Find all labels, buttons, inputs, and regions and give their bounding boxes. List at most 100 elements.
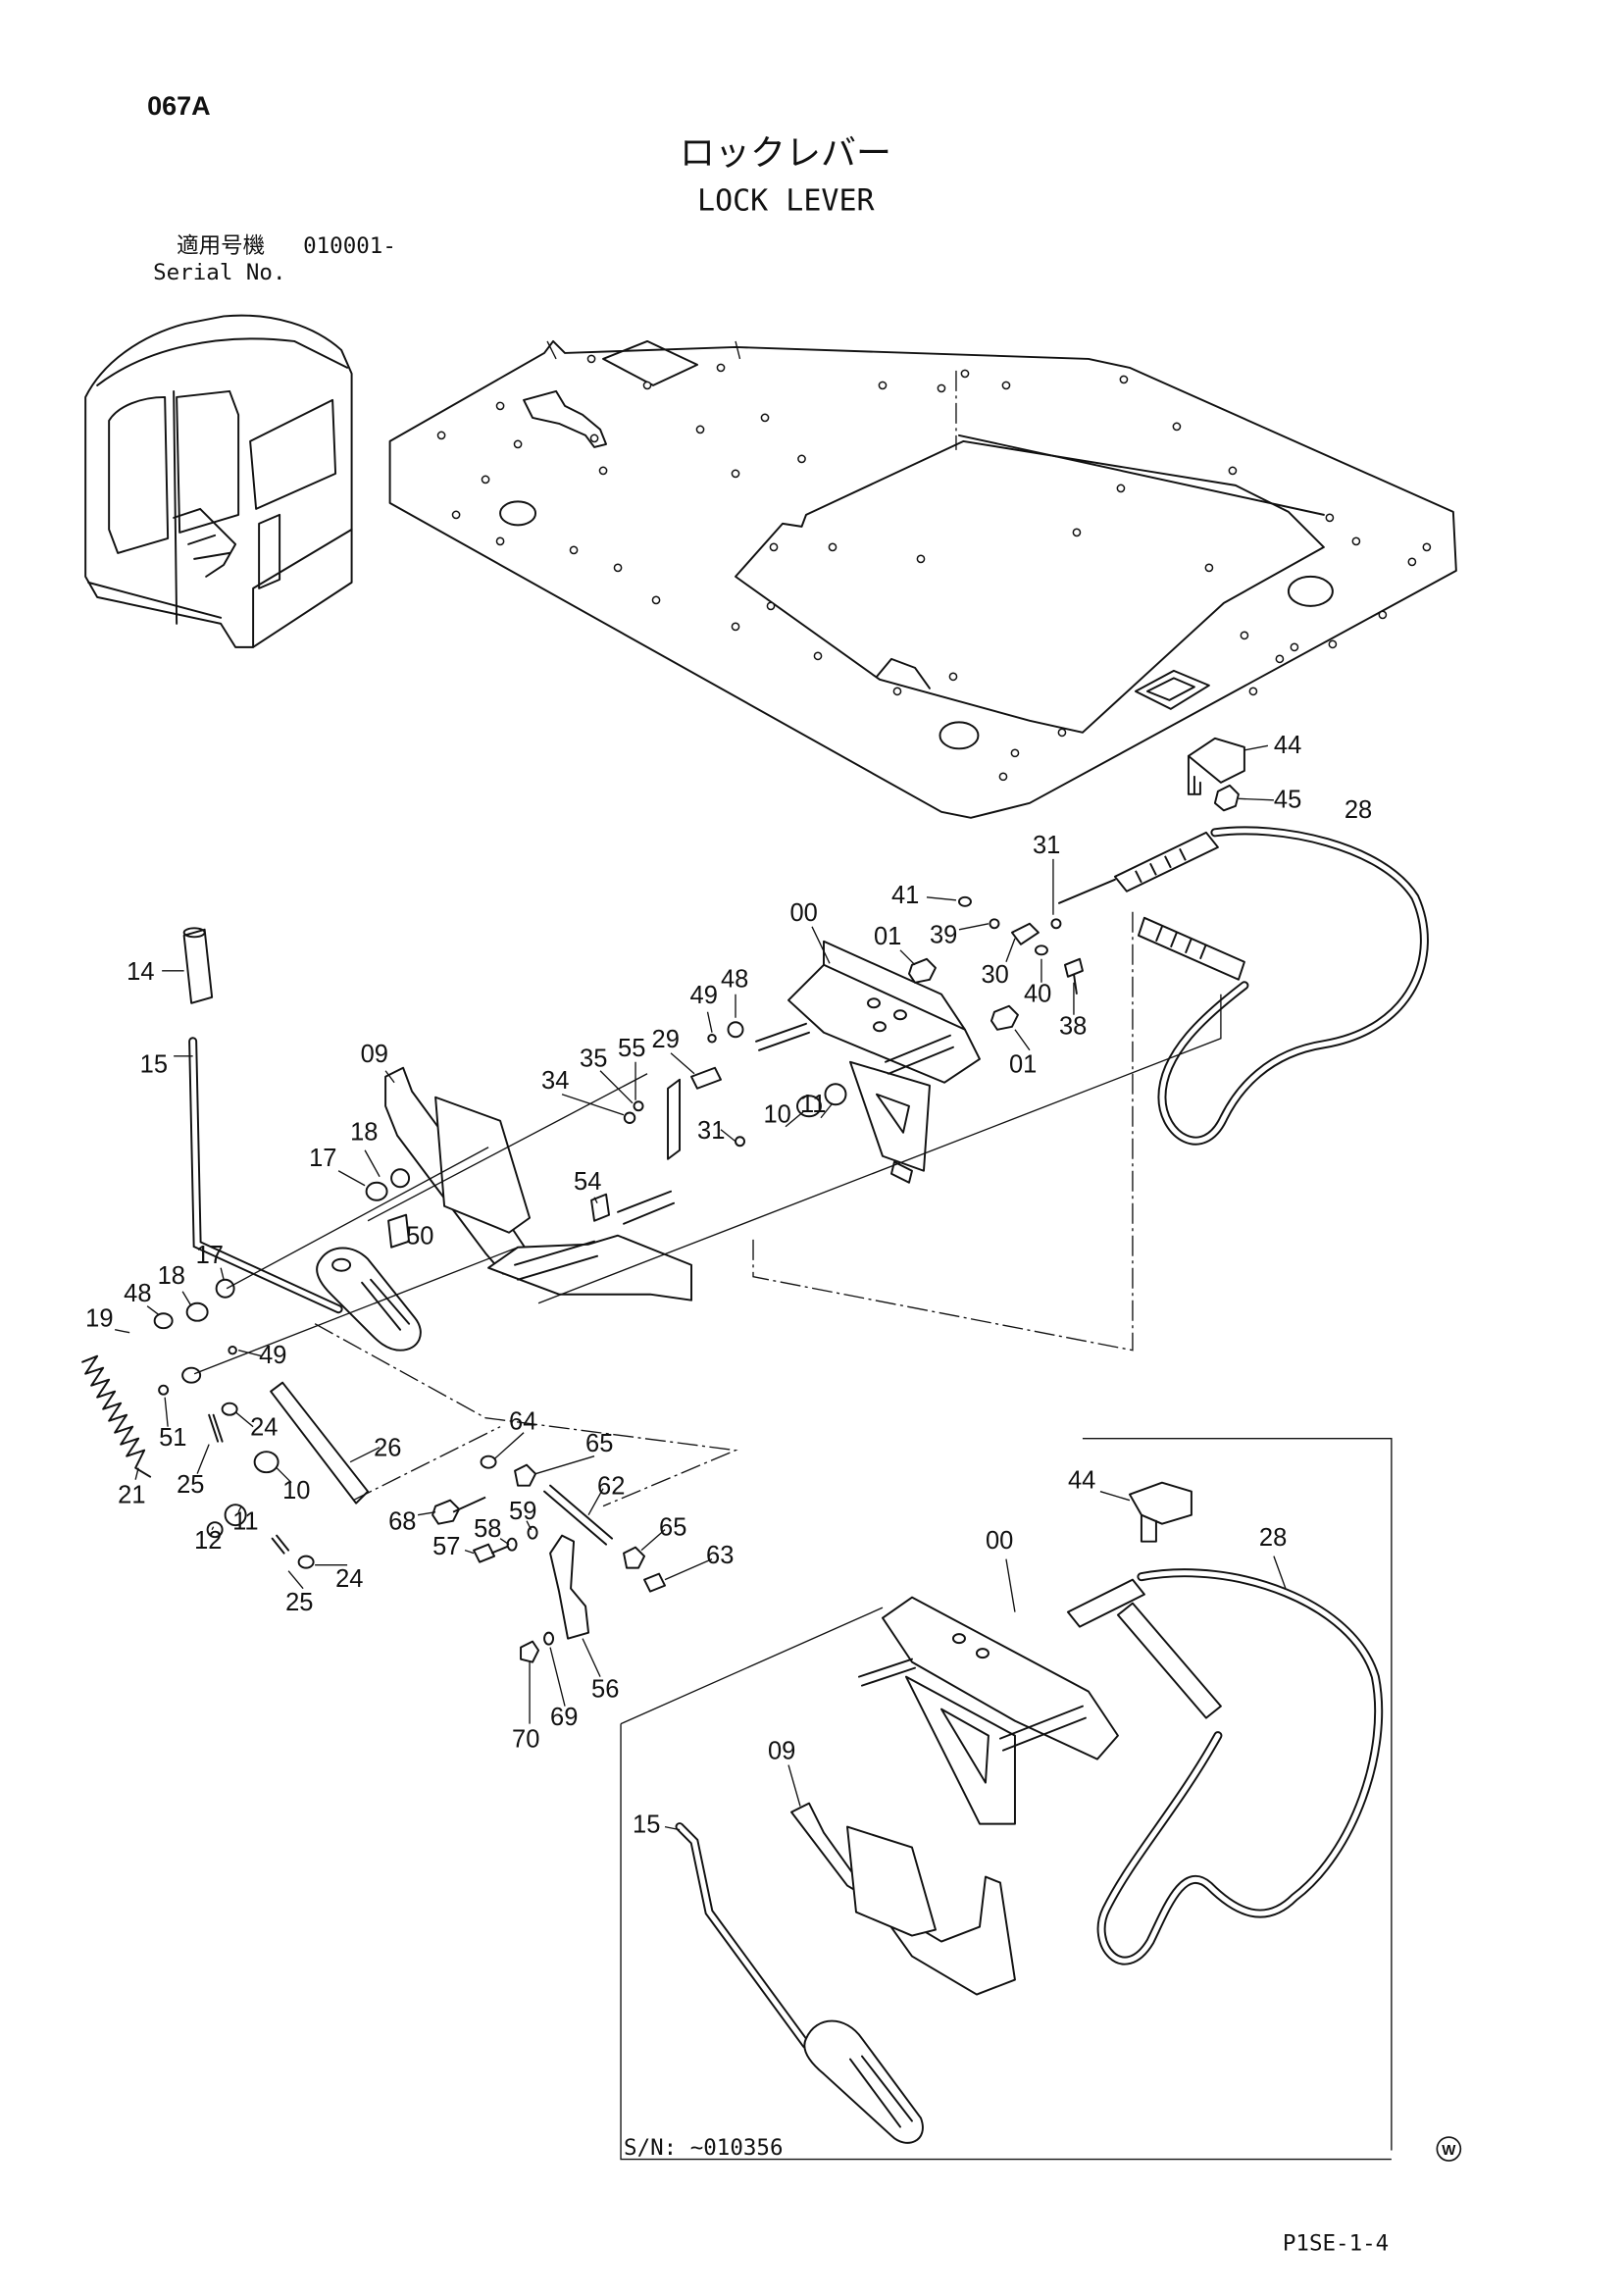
callout-49: 49	[259, 1342, 286, 1369]
callout-48: 48	[124, 1280, 151, 1307]
bracket-00-gusset	[849, 1060, 931, 1172]
callout-44: 44	[1274, 732, 1301, 759]
callout-30: 30	[981, 961, 1008, 989]
cable-end-fitting-upper	[1113, 831, 1219, 893]
washer-69	[543, 1631, 555, 1646]
washer-58	[506, 1537, 518, 1552]
callout-01: 01	[1009, 1050, 1037, 1078]
washer-18	[185, 1301, 209, 1322]
bolt-hole	[613, 563, 623, 573]
callout-54: 54	[574, 1168, 601, 1196]
callout-18: 18	[158, 1262, 185, 1290]
bolt-hole	[495, 401, 505, 411]
bolt-hole	[1351, 536, 1361, 546]
bolt-hole	[1119, 375, 1129, 384]
bolt-hole	[642, 381, 652, 390]
pin-49	[228, 1345, 237, 1355]
callout-68: 68	[388, 1508, 416, 1536]
bolt-hole	[766, 601, 776, 611]
bolt-hole	[495, 536, 505, 546]
bracket-09-plate	[434, 1096, 532, 1234]
callout-19: 19	[85, 1305, 113, 1333]
inset-callout-09: 09	[768, 1738, 795, 1765]
callout-65: 65	[659, 1514, 686, 1542]
callout-12: 12	[194, 1527, 222, 1555]
inset-callout-00: 00	[986, 1527, 1013, 1555]
inset-earlier-version	[620, 1438, 1393, 2161]
bolt-hole	[760, 413, 770, 423]
callouts-inset: 44 28 00 09 15	[633, 1467, 1287, 1839]
callout-51: 51	[159, 1424, 186, 1452]
callout-38: 38	[1059, 1012, 1087, 1040]
bolt-hole	[1228, 466, 1238, 476]
bolt-hole	[937, 383, 946, 393]
bolt-hole	[998, 772, 1008, 782]
bolt-hole	[586, 354, 596, 364]
bracket-44-upper	[1187, 737, 1245, 784]
center-line	[352, 1426, 501, 1502]
bolt-hole	[695, 425, 705, 434]
bolt-hole	[598, 466, 608, 476]
floor-plate-keyed-slot	[523, 389, 608, 448]
callout-25: 25	[285, 1589, 313, 1616]
cable-end-rod-upper	[1057, 878, 1116, 904]
callout-25: 25	[177, 1471, 204, 1499]
cross-shaft	[514, 1240, 599, 1281]
bushing-11	[224, 1504, 247, 1527]
cab-roof-edge	[96, 337, 349, 386]
pin-31	[1050, 918, 1062, 930]
cab-illustration	[84, 314, 353, 648]
floor-plate-break-line	[546, 340, 741, 360]
pin-49	[707, 1034, 717, 1044]
callout-62: 62	[597, 1473, 625, 1501]
bolt-hole	[1240, 631, 1249, 640]
serial-start-value: 010001-	[303, 233, 396, 259]
center-line	[537, 994, 1222, 1304]
bolt-01	[990, 1004, 1019, 1031]
callout-34: 34	[541, 1067, 569, 1095]
bracket-00-flange	[823, 940, 966, 1031]
lever-link-plate	[316, 1247, 422, 1352]
bracket-00-hole	[893, 1009, 907, 1021]
cab-door-window	[176, 389, 240, 534]
callout-11: 11	[800, 1091, 826, 1118]
pin-51	[158, 1384, 170, 1396]
drawing-code: P1SE-1-4	[1283, 2231, 1389, 2257]
callout-59: 59	[509, 1498, 536, 1525]
collar-17	[365, 1181, 388, 1201]
bolt-hole	[1172, 422, 1182, 432]
nut-41	[957, 895, 972, 907]
cab-door-line	[173, 389, 178, 625]
lock-bracket-linkage	[487, 1234, 693, 1301]
callout-57: 57	[432, 1533, 460, 1560]
callout-55: 55	[618, 1035, 645, 1062]
cab-front-window	[108, 395, 170, 554]
page-code: 067A	[147, 91, 211, 121]
washer-59	[527, 1525, 538, 1540]
callout-31: 31	[697, 1117, 725, 1145]
callout-17: 17	[196, 1242, 224, 1269]
callout-31: 31	[1033, 832, 1060, 859]
inset-bracket-00-rod	[998, 1705, 1087, 1752]
callout-40: 40	[1024, 980, 1051, 1007]
inset-callout-15: 15	[633, 1811, 660, 1839]
cab-lock-lever-detail	[173, 507, 237, 578]
bolt-hole	[1057, 728, 1067, 738]
bolt-hole	[828, 542, 837, 552]
cable-end-fitting-lower	[1137, 916, 1245, 981]
inset-callout-44: 44	[1068, 1467, 1095, 1495]
bracket-00-hole	[867, 997, 881, 1009]
callout-09: 09	[361, 1041, 388, 1068]
bolt-63	[643, 1572, 667, 1593]
bolt-hole	[960, 369, 970, 379]
floor-plate-inner-panel	[735, 439, 1325, 734]
callout-17: 17	[309, 1145, 336, 1172]
shaft-pin	[617, 1190, 676, 1225]
alignment-lines	[193, 911, 1222, 1507]
nut-65	[623, 1546, 646, 1569]
bolt-01	[908, 957, 937, 984]
inset-serial-note: S/N: ~010356	[624, 2135, 783, 2161]
publisher-mark-circle	[1436, 2136, 1462, 2162]
callout-45: 45	[1274, 786, 1301, 813]
bolt-68	[431, 1496, 486, 1525]
